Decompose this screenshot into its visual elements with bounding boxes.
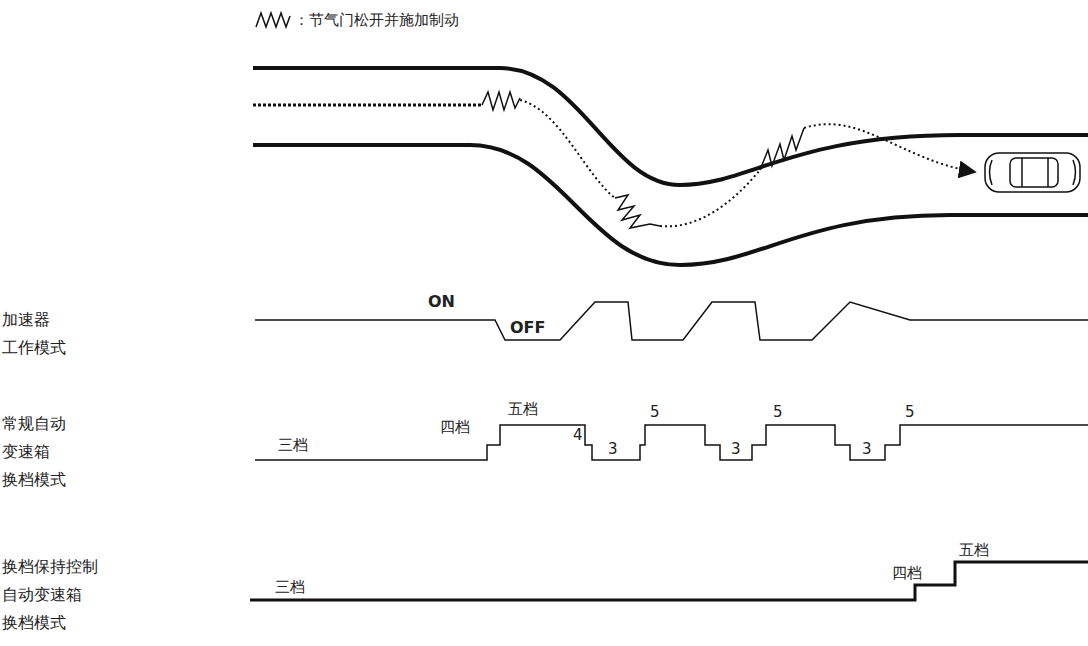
accelerator-wave [255,302,1088,340]
zigzag-symbol [615,195,660,228]
state-label: 5 [773,403,783,421]
state-label: OFF [510,318,545,337]
state-label: 四档 [892,564,922,582]
state-label: 3 [608,440,618,458]
hold-gear-wave [250,562,1088,600]
path-dotted [520,100,615,198]
state-label: 三档 [278,436,308,454]
path-dotted [660,170,760,226]
state-label: 5 [905,403,915,421]
state-label: 五档 [508,400,538,418]
state-label: ON [428,292,455,311]
car-icon [985,153,1080,192]
state-label: 3 [862,440,872,458]
state-label: 三档 [275,578,305,596]
legend-text: ：节气门松开并施加制动 [294,11,459,29]
row-title: 换档保持控制 自动变速箱 换档模式 [2,553,112,637]
zigzag-symbol [482,92,520,110]
zigzag-symbol [760,128,804,170]
path-dotted [253,104,482,107]
zigzag-symbol [256,13,290,27]
road-edge [253,68,1088,185]
row-title: 加速器 工作模式 [2,306,112,362]
state-label: 3 [731,440,741,458]
road-edge [253,145,1088,265]
state-label: 4 [573,426,583,444]
state-label: 四档 [440,418,470,436]
gear-wave [255,425,1088,460]
path-dotted [804,124,975,172]
row-title: 常规自动 变速箱 换档模式 [2,410,112,494]
state-label: 5 [650,403,660,421]
state-label: 五档 [959,541,989,559]
